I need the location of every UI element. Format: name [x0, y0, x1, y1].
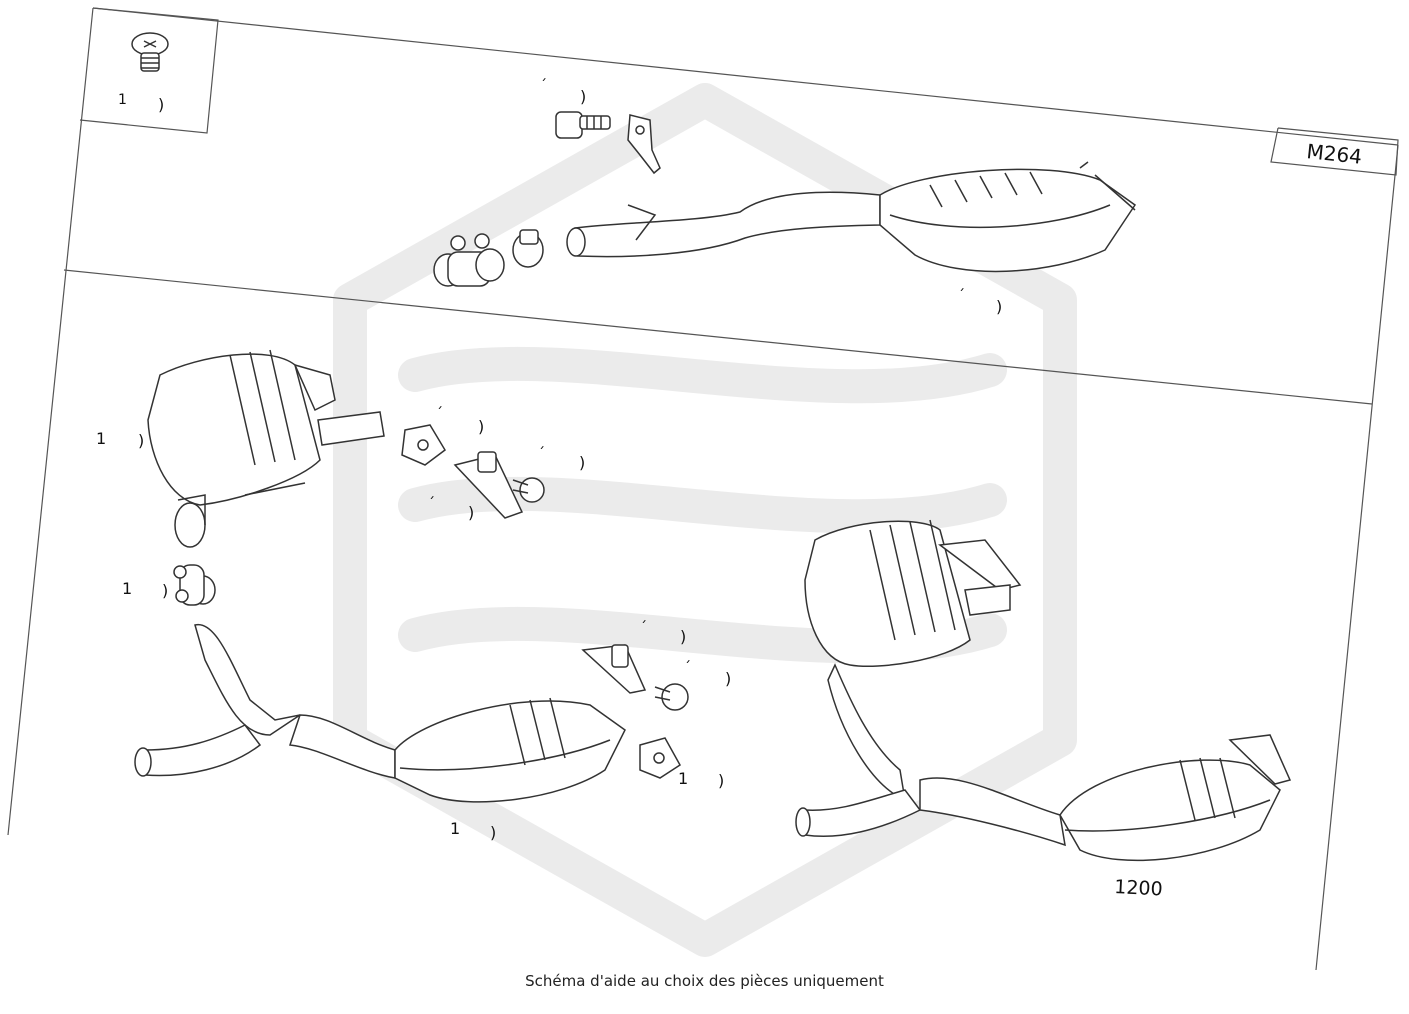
frame: [7, 7, 1399, 971]
label-bracket-low-3b: ): [718, 771, 724, 790]
y-pipe-center-muffler-icon: [134, 623, 626, 803]
label-bracket-mid-3: ´: [428, 496, 435, 512]
label-center-muffler-top-bracket: ): [996, 297, 1002, 316]
label-bracket-screw-inset: ): [158, 95, 164, 114]
label-bolt-top: ´: [540, 78, 547, 94]
center-pipe-top-icon: [566, 161, 1137, 273]
label-clamp-left: 1: [122, 579, 132, 598]
label-rear-muffler-left: 1: [96, 429, 106, 448]
label-bolt-top-bracket: ): [580, 87, 586, 106]
clamp-left-icon: [173, 564, 216, 606]
screw-icon: [131, 32, 169, 72]
label-bracket-low-1b: ): [680, 627, 686, 646]
engine-code-label: M264: [1305, 139, 1363, 169]
label-center-muffler-low-bracket: ): [490, 823, 496, 842]
diagram-caption: Schéma d'aide au choix des pièces unique…: [525, 972, 884, 990]
hanger-bracket-icon: [627, 114, 661, 175]
label-rear-muffler-left-bracket: ): [138, 431, 144, 450]
label-bracket-mid-2b: ): [579, 453, 585, 472]
label-center-muffler-low: 1: [450, 819, 460, 838]
label-clamp-left-bracket: ): [162, 581, 168, 600]
label-bracket-low-2: ´: [684, 660, 691, 676]
bolt-icon: [555, 111, 611, 139]
label-bracket-mid-3b: ): [468, 503, 474, 522]
assembled-exhaust-right-icon: [795, 519, 1292, 862]
label-bracket-mid-2: ´: [538, 446, 545, 462]
mount-bracket-low-icon: [581, 644, 689, 779]
label-bracket-mid-1: ´: [436, 406, 443, 422]
label-bracket-low-2b: ): [725, 669, 731, 688]
label-screw-inset: 1: [118, 92, 127, 108]
part-number-label: 1200: [1114, 876, 1163, 901]
label-bracket-low-1: ´: [640, 620, 647, 636]
label-bracket-low-3: 1: [678, 769, 688, 788]
mount-bracket-mid-icon: [401, 424, 545, 519]
clamp-top-left-icon: [433, 233, 505, 287]
label-bracket-mid-1b: ): [478, 417, 484, 436]
rear-muffler-left-icon: [147, 349, 385, 548]
label-center-muffler-top: ´: [958, 288, 965, 304]
clamp-top-right-icon: [512, 229, 544, 268]
